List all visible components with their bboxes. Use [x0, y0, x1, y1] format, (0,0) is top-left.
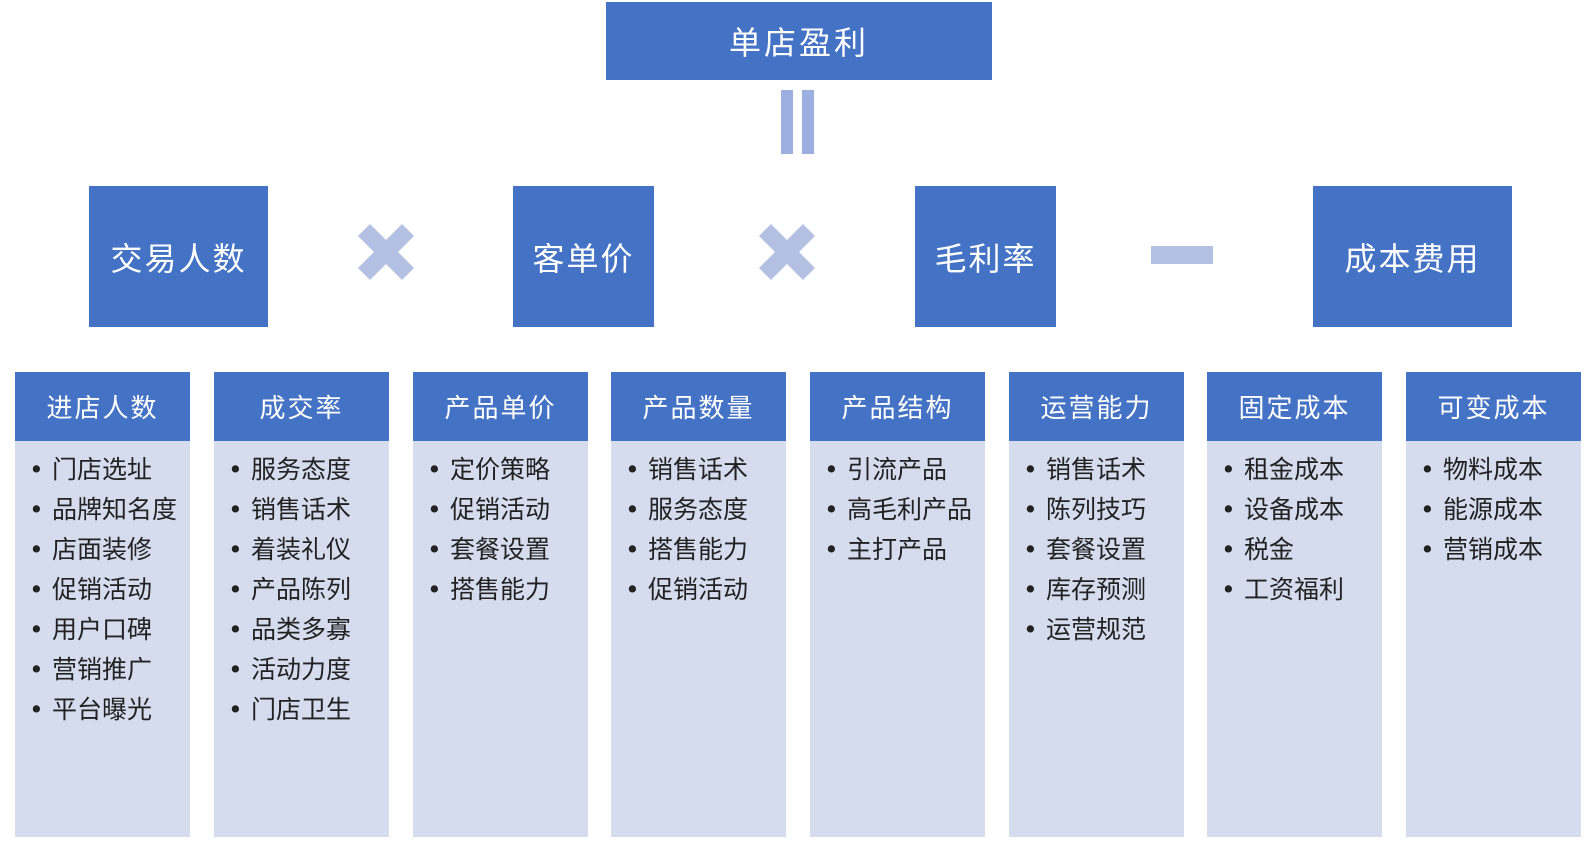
multiply-icon: [758, 223, 816, 281]
column-header: 产品数量: [611, 372, 786, 441]
column-item-list: 定价策略 促销活动 套餐设置 搭售能力: [413, 441, 588, 607]
multiply-operator-1: [354, 220, 418, 284]
minus-operator: [1151, 246, 1213, 264]
list-item: 主打产品: [824, 533, 975, 567]
column-header: 可变成本: [1406, 372, 1581, 441]
factor-label: 交易人数: [110, 239, 247, 278]
list-item: 物料成本: [1420, 453, 1571, 487]
column-header: 进店人数: [15, 372, 190, 441]
list-item: 促销活动: [427, 493, 578, 527]
list-item: 搭售能力: [625, 533, 776, 567]
column-item-list: 销售话术 服务态度 搭售能力 促销活动: [611, 441, 786, 607]
column-conversion-rate: 成交率 服务态度 销售话术 着装礼仪 产品陈列 品类多寡 活动力度 门店卫生: [214, 372, 389, 837]
list-item: 陈列技巧: [1023, 493, 1174, 527]
list-item: 品牌知名度: [29, 493, 180, 527]
list-item: 着装礼仪: [228, 533, 379, 567]
list-item: 税金: [1221, 533, 1372, 567]
list-item: 促销活动: [29, 573, 180, 607]
equals-bar-right: [802, 90, 814, 154]
top-node-single-store-profit: 单店盈利: [606, 2, 992, 80]
column-item-list: 物料成本 能源成本 营销成本: [1406, 441, 1581, 567]
factor-label: 成本费用: [1344, 239, 1481, 278]
column-variable-costs: 可变成本 物料成本 能源成本 营销成本: [1406, 372, 1581, 837]
column-header: 成交率: [214, 372, 389, 441]
column-header: 产品结构: [810, 372, 985, 441]
list-item: 销售话术: [1023, 453, 1174, 487]
list-item: 库存预测: [1023, 573, 1174, 607]
list-item: 用户口碑: [29, 613, 180, 647]
list-item: 能源成本: [1420, 493, 1571, 527]
column-item-list: 租金成本 设备成本 税金 工资福利: [1207, 441, 1382, 607]
column-item-list: 服务态度 销售话术 着装礼仪 产品陈列 品类多寡 活动力度 门店卫生: [214, 441, 389, 727]
list-item: 营销推广: [29, 653, 180, 687]
multiply-operator-2: [755, 220, 819, 284]
column-header: 运营能力: [1009, 372, 1184, 441]
list-item: 产品陈列: [228, 573, 379, 607]
factor-average-order-value: 客单价: [513, 186, 654, 327]
list-item: 定价策略: [427, 453, 578, 487]
list-item: 销售话术: [228, 493, 379, 527]
list-item: 套餐设置: [427, 533, 578, 567]
column-fixed-costs: 固定成本 租金成本 设备成本 税金 工资福利: [1207, 372, 1382, 837]
top-node-label: 单店盈利: [728, 24, 869, 62]
factor-label: 客单价: [532, 239, 635, 278]
column-item-list: 销售话术 陈列技巧 套餐设置 库存预测 运营规范: [1009, 441, 1184, 647]
column-product-unit-price: 产品单价 定价策略 促销活动 套餐设置 搭售能力: [413, 372, 588, 837]
list-item: 套餐设置: [1023, 533, 1174, 567]
list-item: 平台曝光: [29, 693, 180, 727]
column-item-list: 引流产品 高毛利产品 主打产品: [810, 441, 985, 567]
column-header: 产品单价: [413, 372, 588, 441]
list-item: 服务态度: [625, 493, 776, 527]
list-item: 工资福利: [1221, 573, 1372, 607]
list-item: 设备成本: [1221, 493, 1372, 527]
factor-label: 毛利率: [934, 239, 1037, 278]
equals-bar-left: [781, 90, 793, 154]
list-item: 店面装修: [29, 533, 180, 567]
column-header: 固定成本: [1207, 372, 1382, 441]
factor-gross-margin: 毛利率: [915, 186, 1056, 327]
list-item: 促销活动: [625, 573, 776, 607]
multiply-icon: [357, 223, 415, 281]
list-item: 服务态度: [228, 453, 379, 487]
list-item: 销售话术: [625, 453, 776, 487]
list-item: 高毛利产品: [824, 493, 975, 527]
list-item: 活动力度: [228, 653, 379, 687]
list-item: 搭售能力: [427, 573, 578, 607]
list-item: 品类多寡: [228, 613, 379, 647]
column-item-list: 门店选址 品牌知名度 店面装修 促销活动 用户口碑 营销推广 平台曝光: [15, 441, 190, 727]
factor-transaction-count: 交易人数: [89, 186, 268, 327]
column-store-traffic: 进店人数 门店选址 品牌知名度 店面装修 促销活动 用户口碑 营销推广 平台曝光: [15, 372, 190, 837]
column-operations-capability: 运营能力 销售话术 陈列技巧 套餐设置 库存预测 运营规范: [1009, 372, 1184, 837]
list-item: 租金成本: [1221, 453, 1372, 487]
list-item: 运营规范: [1023, 613, 1174, 647]
column-product-quantity: 产品数量 销售话术 服务态度 搭售能力 促销活动: [611, 372, 786, 837]
column-product-structure: 产品结构 引流产品 高毛利产品 主打产品: [810, 372, 985, 837]
list-item: 引流产品: [824, 453, 975, 487]
list-item: 门店选址: [29, 453, 180, 487]
list-item: 营销成本: [1420, 533, 1571, 567]
list-item: 门店卫生: [228, 693, 379, 727]
factor-cost-expense: 成本费用: [1313, 186, 1512, 327]
